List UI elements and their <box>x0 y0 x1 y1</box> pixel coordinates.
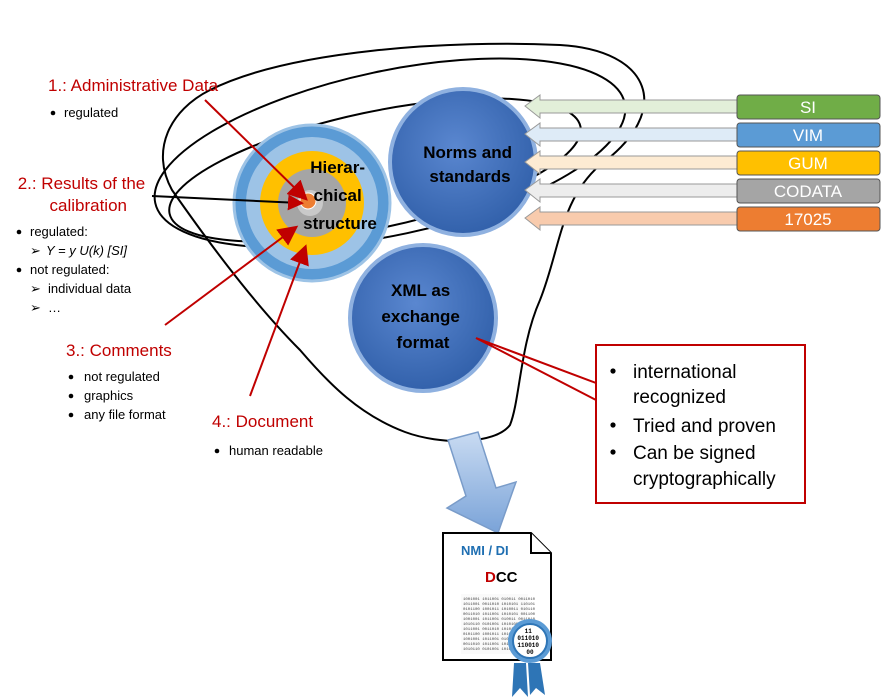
tag-17025: 17025 <box>736 206 881 232</box>
callout-item: Can be signed <box>633 443 756 464</box>
results-sub-item: … <box>48 300 61 315</box>
svg-text:0011010 1011001 1010101 001100: 0011010 1011001 1010101 001100 <box>463 613 536 617</box>
comments-bullet: graphics <box>84 388 134 403</box>
svg-text:GUM: GUM <box>788 154 828 173</box>
svg-text:1001001 1011001 010011 0011010: 1001001 1011001 010011 0011010 <box>463 618 536 622</box>
comments-heading: 3.: Comments <box>66 341 172 360</box>
arrow-bullet: ➢ <box>30 243 41 258</box>
svg-text:1010110 0101001 1010100 110011: 1010110 0101001 1010100 110011 <box>463 623 536 627</box>
bullet-dot <box>68 412 74 418</box>
output-arrow <box>445 431 518 535</box>
results-regulated-label: regulated: <box>30 224 88 239</box>
xml-circle <box>348 243 498 393</box>
callout-item: international <box>633 362 737 383</box>
tag-vim: VIM <box>736 122 881 148</box>
svg-text:0101100 1001011 1010011 010110: 0101100 1001011 1010011 010110 <box>463 608 536 612</box>
document-heading: 4.: Document <box>212 412 313 431</box>
document-arrow <box>249 244 309 397</box>
hierarchical-label: Hierar- chical structure <box>303 158 377 233</box>
svg-text:1010110 0101001 1010100 110011: 1010110 0101001 1010100 110011 <box>463 648 536 652</box>
norms-circle <box>388 87 538 237</box>
tag-si: SI <box>736 94 881 120</box>
svg-text:SI: SI <box>800 98 816 117</box>
admin-bullet: regulated <box>64 105 118 120</box>
svg-text:VIM: VIM <box>793 126 823 145</box>
callout-item: Tried and proven <box>633 416 776 437</box>
arrow-bullet: ➢ <box>30 281 41 296</box>
callout-list: international recognized Tried and prove… <box>610 362 776 490</box>
svg-text:1001001 1011001 010011 0011010: 1001001 1011001 010011 0011010 <box>463 598 536 602</box>
xml-label: XML as exchange format <box>381 281 464 352</box>
results-heading: 2.: Results of the calibration <box>18 174 150 215</box>
results-arrow <box>151 194 304 211</box>
bullet-dot <box>16 229 22 235</box>
tag-codata: CODATA <box>736 178 881 204</box>
seal-rosette-icon: 11 011010 110010 00 <box>508 619 552 697</box>
svg-text:1001001 1011001 010011 0011010: 1001001 1011001 010011 0011010 <box>463 638 536 642</box>
arrow-bullet: ➢ <box>30 300 41 315</box>
callout-item: cryptographically <box>633 469 776 490</box>
results-formula: Y = y U(k) [SI] <box>46 243 127 258</box>
binary-block: 1001001 1011001 010011 0011010 1011001 0… <box>461 594 536 654</box>
bullet-dot <box>68 393 74 399</box>
comments-bullet: any file format <box>84 407 166 422</box>
results-notregulated-label: not regulated: <box>30 262 110 277</box>
svg-text:0101100 1001011 1010011 010110: 0101100 1001011 1010011 010110 <box>463 633 536 637</box>
hierarchical-structure-circle <box>232 123 392 283</box>
document-bullet: human readable <box>229 443 323 458</box>
admin-arrow <box>204 99 308 201</box>
callout-item: recognized <box>633 387 726 408</box>
bullet-dot <box>50 110 56 116</box>
bullet-dot <box>16 267 22 273</box>
tag-gum: GUM <box>736 150 881 176</box>
callout-pointer <box>475 337 597 401</box>
comments-arrow <box>164 225 299 326</box>
dcc-header: NMI / DI <box>461 543 509 558</box>
bullet-dot <box>214 448 220 454</box>
svg-text:1011001 0011010 1010101 110101: 1011001 0011010 1010101 110101 <box>463 603 536 607</box>
bullet-dot <box>68 374 74 380</box>
results-sub-item: individual data <box>48 281 132 296</box>
admin-heading: 1.: Administrative Data <box>48 76 219 95</box>
tag-arrows <box>524 94 741 232</box>
svg-text:CODATA: CODATA <box>774 182 843 201</box>
callout-box <box>595 344 806 504</box>
norms-label: Norms and standards <box>423 143 517 186</box>
svg-text:1011001 0011010 1010101 110101: 1011001 0011010 1010101 110101 <box>463 628 536 632</box>
comments-bullet: not regulated <box>84 369 160 384</box>
svg-text:0011010 1011001 1010101 001100: 0011010 1011001 1010101 001100 <box>463 643 536 647</box>
dcc-title: DCC <box>485 569 518 586</box>
svg-text:17025: 17025 <box>784 210 831 229</box>
svg-text:11 011010 110010: 11 011010 110010 00 <box>517 628 542 656</box>
